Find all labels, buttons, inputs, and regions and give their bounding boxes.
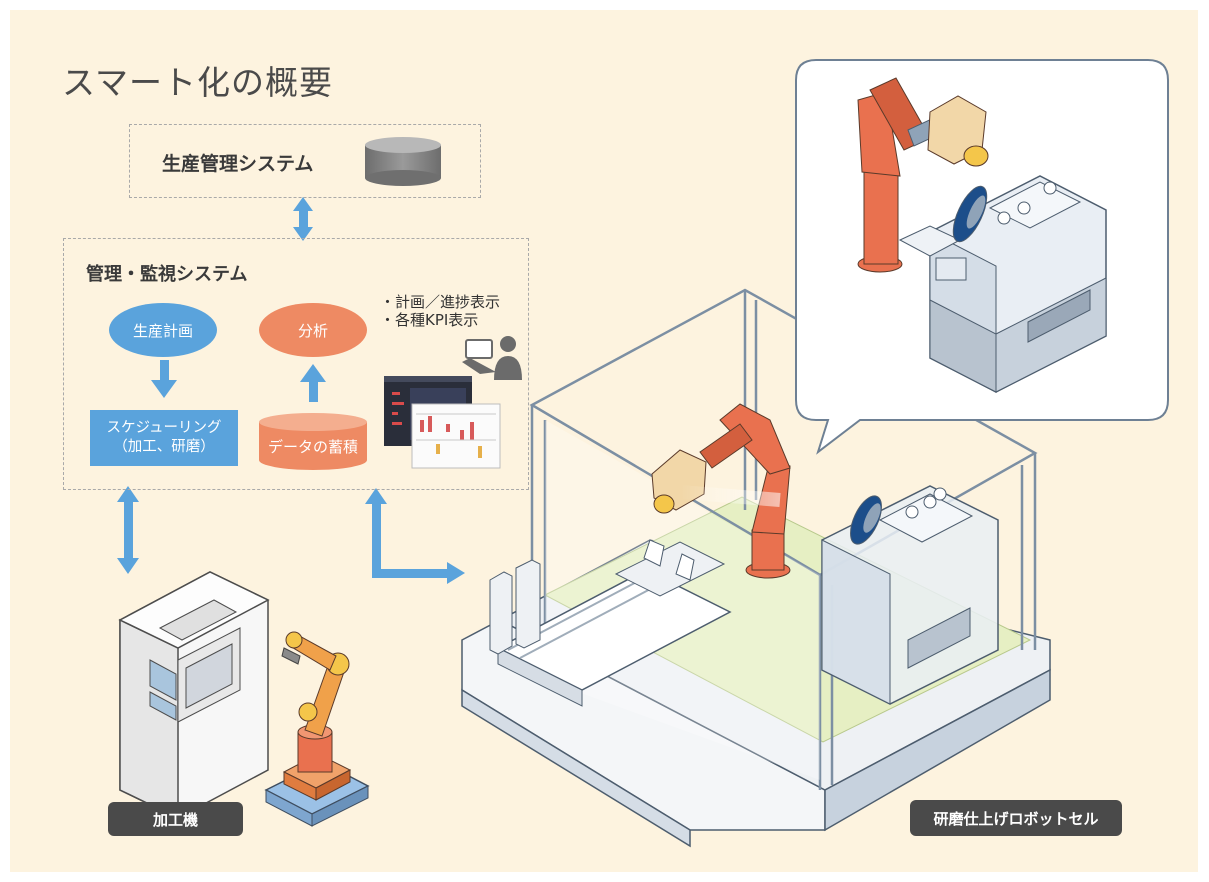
analysis-label: 分析 bbox=[297, 321, 328, 340]
machine-label-text: 加工機 bbox=[152, 810, 198, 829]
arrow-storage-to-analysis bbox=[300, 364, 326, 402]
page-title: スマート化の概要 bbox=[62, 63, 334, 102]
dashboard-screens-icon bbox=[384, 376, 501, 469]
display-notes: ・計画／進捗表示 ・各種KPI表示 bbox=[380, 293, 500, 329]
note-kpi: ・各種KPI表示 bbox=[380, 311, 479, 329]
loader-robot-illustration bbox=[264, 631, 370, 827]
scheduling-label-line2: （加工、研磨） bbox=[113, 439, 215, 455]
production-plan-node: 生産計画 bbox=[109, 303, 217, 357]
production-system-label: 生産管理システム bbox=[162, 153, 314, 175]
database-icon bbox=[365, 137, 441, 186]
production-plan-label: 生産計画 bbox=[132, 321, 193, 340]
robot-cell-label: 研磨仕上げロボットセル bbox=[910, 800, 1122, 836]
note-progress: ・計画／進捗表示 bbox=[380, 293, 501, 311]
connector-arrow-top bbox=[293, 197, 313, 241]
monitor-system-label: 管理・監視システム bbox=[86, 264, 248, 285]
robot-cell-label-text: 研磨仕上げロボットセル bbox=[933, 809, 1099, 828]
person-laptop-icon bbox=[462, 336, 522, 380]
analysis-node: 分析 bbox=[259, 303, 367, 357]
storage-cylinder-icon bbox=[259, 413, 367, 470]
zoom-callout bbox=[795, 59, 1169, 455]
arrow-plan-to-scheduling bbox=[151, 360, 177, 398]
production-system-box bbox=[129, 124, 481, 198]
connector-arrow-machine bbox=[117, 486, 139, 574]
monitor-system-box bbox=[63, 238, 529, 490]
connector-arrow-robot-cell bbox=[365, 488, 465, 584]
scheduling-node: スケジューリング （加工、研磨） bbox=[90, 410, 238, 466]
machine-label: 加工機 bbox=[108, 802, 243, 836]
data-storage-label: データの蓄積 bbox=[267, 438, 358, 456]
robot-cell-illustration bbox=[461, 288, 1051, 848]
machining-center-illustration bbox=[118, 571, 270, 820]
data-storage-node: データの蓄積 bbox=[258, 412, 368, 472]
scheduling-label-line1: スケジューリング bbox=[106, 420, 222, 436]
